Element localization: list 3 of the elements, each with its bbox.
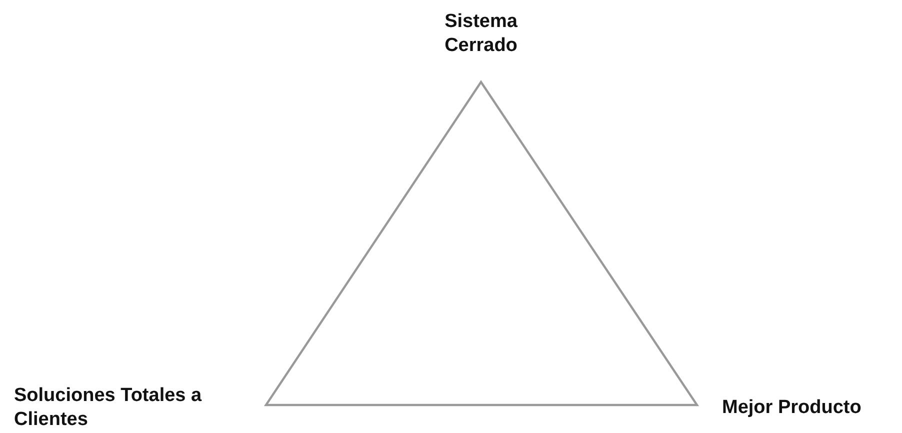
vertex-label: Sistema Cerrado <box>444 10 518 58</box>
vertex-label: Mejor Producto <box>722 396 862 420</box>
vertex-label: Soluciones Totales a Clientes <box>14 384 203 432</box>
